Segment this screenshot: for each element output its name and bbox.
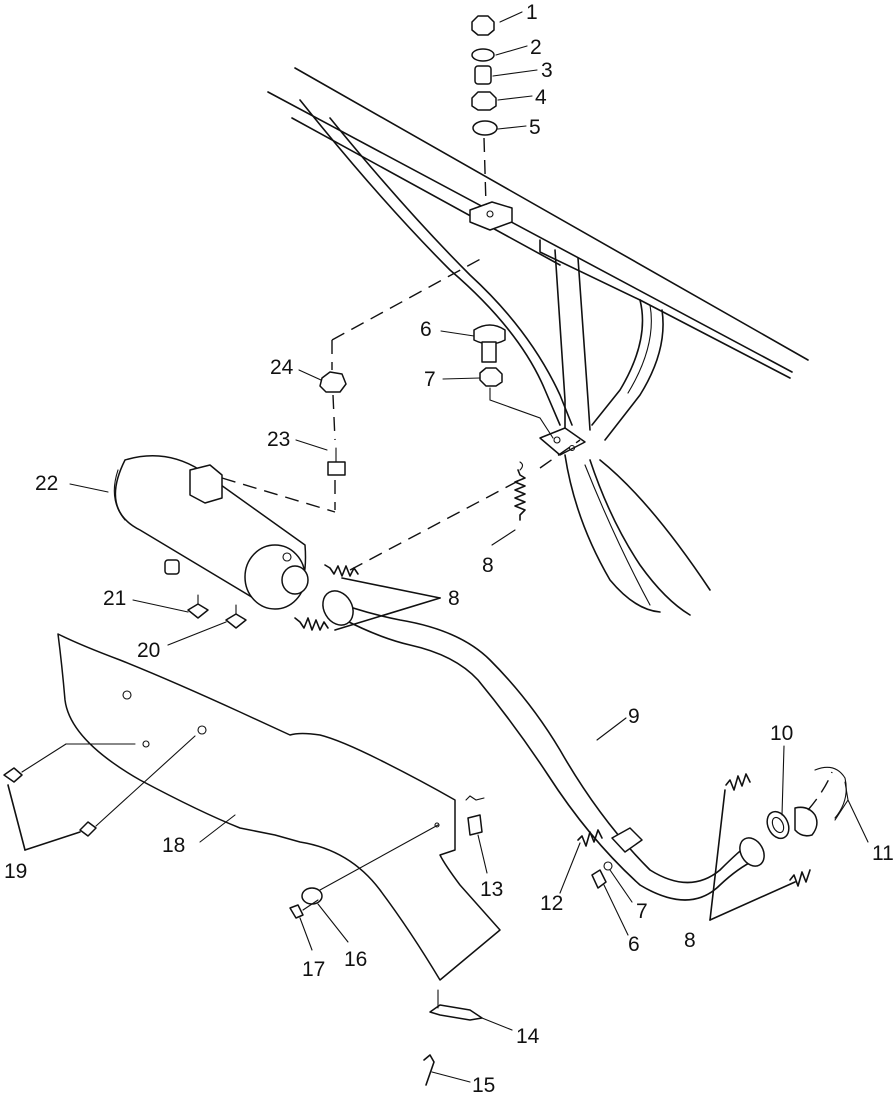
callout-10: 10 [770, 722, 793, 745]
bolt-icon [225, 613, 247, 629]
spacer-icon [474, 65, 492, 85]
lock-nut-icon [471, 91, 497, 111]
clip-bracket [465, 795, 485, 836]
muffler [113, 455, 309, 610]
leader-lines [69, 11, 869, 1083]
callout-12: 12 [540, 892, 563, 915]
callout-13: 13 [480, 878, 503, 901]
callout-8-frame: 8 [482, 554, 494, 577]
nut-icon [319, 371, 347, 393]
springs [294, 461, 811, 887]
shield-screws [3, 735, 196, 851]
nut-icon [603, 861, 613, 871]
callout-24: 24 [270, 356, 294, 379]
frame [267, 67, 809, 616]
heat-shield [57, 633, 501, 981]
gasket-and-flange [766, 766, 849, 840]
support-bracket-and-pin [423, 989, 483, 1086]
nut-icon [471, 15, 495, 36]
callout-4: 4 [535, 86, 547, 109]
nut-icon [479, 367, 503, 387]
muffler-mount-hardware [319, 371, 347, 476]
exhaust-pipe [322, 590, 765, 901]
screw-icon [79, 821, 97, 837]
callout-3: 3 [541, 59, 553, 82]
bolt-icon [591, 869, 607, 889]
callout-1: 1 [526, 1, 538, 24]
callout-5: 5 [529, 116, 541, 139]
callout-15: 15 [472, 1074, 495, 1096]
callout-8-pipe: 8 [684, 929, 696, 952]
bolt-icon [289, 904, 304, 919]
bolt-icon [327, 461, 346, 476]
washer-icon [472, 120, 498, 136]
rubber-bumper [473, 324, 554, 439]
callout-8-muffler: 8 [448, 587, 460, 610]
callout-7-top: 7 [424, 368, 436, 391]
callout-19: 19 [4, 860, 27, 883]
callout-labels: 1 2 3 4 5 6 7 24 23 22 8 8 21 20 9 10 11… [4, 1, 894, 1096]
washer-and-bolt [289, 824, 439, 919]
washer-icon [471, 48, 495, 62]
callout-6-top: 6 [420, 318, 432, 341]
callout-14: 14 [516, 1025, 540, 1048]
muffler-drain-bolts [187, 594, 247, 629]
callout-6-bottom: 6 [628, 933, 640, 956]
callout-20: 20 [137, 639, 160, 662]
pipe-mount-hardware [591, 861, 613, 889]
callout-17: 17 [302, 958, 325, 981]
callout-9: 9 [628, 705, 640, 728]
top-hardware-stack [471, 15, 498, 206]
callout-11: 11 [872, 842, 894, 865]
callout-23: 23 [267, 428, 290, 451]
callout-7-bottom: 7 [636, 900, 648, 923]
callout-22: 22 [35, 472, 58, 495]
bolt-icon [187, 603, 209, 619]
callout-16: 16 [344, 948, 367, 971]
callout-21: 21 [103, 587, 126, 610]
callout-2: 2 [530, 36, 542, 59]
callout-18: 18 [162, 834, 185, 857]
screw-icon [3, 767, 23, 783]
